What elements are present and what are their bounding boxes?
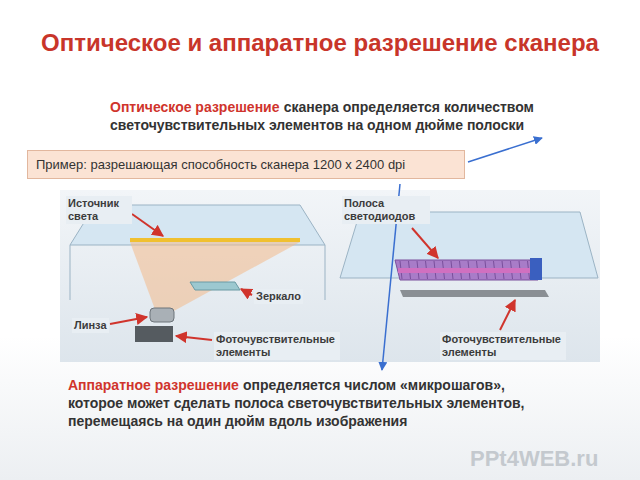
part-label: Полоса светодиодов — [344, 197, 415, 222]
photo-elements — [400, 290, 549, 297]
example-box: Пример: разрешающая способность сканера … — [27, 150, 465, 179]
part-label: Фоточувствительные элементы — [442, 333, 561, 358]
led-strip — [395, 260, 538, 280]
scanner-body — [325, 245, 326, 300]
part-label-block: Фоточувствительные элементы — [214, 332, 340, 360]
light-source — [130, 238, 300, 242]
lens — [150, 308, 174, 322]
part-label-block: Линза — [72, 318, 109, 333]
watermark: PPt4WEB.ru — [470, 446, 598, 471]
scanner-body — [70, 245, 71, 300]
part-label: Источник света — [68, 197, 119, 222]
part-label: Зеркало — [256, 290, 301, 302]
led-bar — [398, 268, 534, 273]
watermark-block: PPt4WEB.ru — [470, 446, 620, 472]
part-label-block: Источник света — [66, 196, 132, 224]
light-cone — [130, 242, 300, 312]
definition-text-block: Оптическое разрешениесканера определяетс… — [110, 98, 540, 134]
part-label-block: Фоточувствительные элементы — [440, 332, 566, 360]
mirror — [190, 282, 240, 290]
slide-title: Оптическое и аппаратное разрешение скане… — [40, 26, 600, 60]
photo-elements — [135, 326, 173, 342]
example-text: Пример: разрешающая способность сканера … — [36, 157, 456, 172]
leader-line — [110, 317, 147, 324]
part-label-block: Зеркало — [254, 289, 303, 304]
definition-text-block: Аппаратное разрешениеопределяется числом… — [68, 376, 538, 430]
part-label: Линза — [74, 319, 107, 331]
term: Аппаратное разрешение — [68, 377, 243, 393]
illustration-ground — [60, 190, 600, 362]
part-label-block: Полоса светодиодов — [342, 196, 430, 224]
pointer-line — [468, 138, 542, 162]
leader-line — [132, 214, 163, 236]
leader-line — [412, 228, 438, 258]
term: Оптическое разрешение — [110, 99, 284, 115]
leader-line — [176, 336, 212, 340]
leader-line — [500, 300, 515, 330]
strip-end — [530, 258, 542, 280]
part-label: Фоточувствительные элементы — [216, 333, 335, 358]
leader-line — [241, 289, 252, 295]
